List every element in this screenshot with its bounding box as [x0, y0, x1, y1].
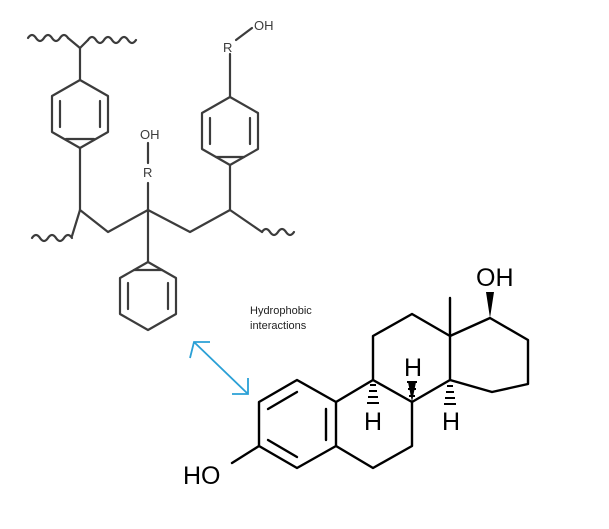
- wavy-bond-backbone-right: [260, 227, 296, 237]
- ring-d: [448, 316, 530, 394]
- backbone: [78, 208, 264, 234]
- r-group-label-middle: R: [143, 165, 152, 180]
- wavy-bond-top-right: [86, 35, 138, 45]
- annotation-line-2: interactions: [250, 320, 307, 332]
- aromatic-bond: [266, 390, 299, 411]
- r-group-label-top: R: [223, 40, 232, 55]
- annotation-line-1: Hydrophobic: [250, 305, 312, 317]
- hashed-bond-right-h: [444, 385, 456, 405]
- oh-label-middle: OH: [140, 127, 160, 142]
- estradiol-structure: [230, 296, 530, 470]
- ho-label-steroid: HO: [183, 462, 221, 490]
- bond: [78, 38, 90, 50]
- wavy-bond-backbone-left: [30, 233, 74, 243]
- bond: [70, 208, 82, 238]
- wedge-bond-center-h: [408, 382, 416, 402]
- h-label-center: H: [404, 354, 422, 382]
- bond: [230, 444, 261, 465]
- h-label-right: H: [442, 408, 460, 436]
- hashed-bond-left-h: [367, 384, 379, 404]
- bond: [234, 26, 254, 42]
- wavy-bond-top-left: [26, 33, 70, 43]
- double-headed-arrow-icon: [189, 341, 249, 395]
- aromatic-bond: [266, 438, 299, 459]
- ring-a: [257, 378, 338, 470]
- ring-c: [371, 312, 452, 404]
- bond: [66, 36, 82, 50]
- h-label-left: H: [364, 408, 382, 436]
- benzene-ring-lower: [118, 260, 178, 332]
- ring-b: [334, 378, 414, 470]
- polymer-structure: [26, 26, 296, 332]
- wedge-bond-oh: [486, 292, 494, 318]
- oh-label-steroid: OH: [476, 264, 514, 292]
- oh-label-top: OH: [254, 18, 274, 33]
